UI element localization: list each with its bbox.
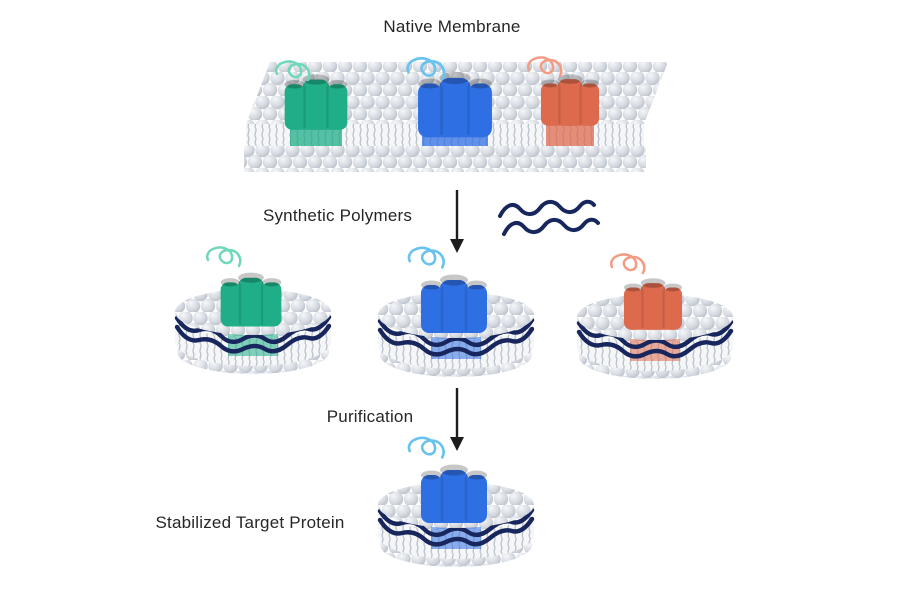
label-purification: Purification [326, 407, 414, 426]
blue-protein-loop-icon [407, 436, 445, 459]
arrow-down-polymer-step [450, 190, 464, 253]
label-stabilized-target-protein: Stabilized Target Protein [155, 513, 345, 532]
orange-protein-loop-icon [609, 253, 646, 275]
label-synthetic-polymers: Synthetic Polymers [262, 206, 413, 225]
green-nanodisc [175, 246, 331, 374]
synthetic-polymer-molecules-icon [498, 199, 600, 236]
orange-nanodisc [577, 253, 733, 379]
arrowhead-icon [450, 437, 464, 451]
membrane-bottom-leaflet [244, 146, 646, 172]
purified-blue-nanodisc [378, 436, 534, 567]
blue-nanodisc [378, 246, 534, 377]
arrow-down-purification-step [450, 388, 464, 451]
arrowhead-icon [450, 239, 464, 253]
native-membrane-illustration [244, 56, 668, 172]
green-protein-loop-icon [205, 246, 242, 268]
title-native-membrane: Native Membrane [383, 17, 521, 36]
orange-protein-span [546, 122, 594, 150]
blue-protein-loop-icon [407, 246, 445, 269]
